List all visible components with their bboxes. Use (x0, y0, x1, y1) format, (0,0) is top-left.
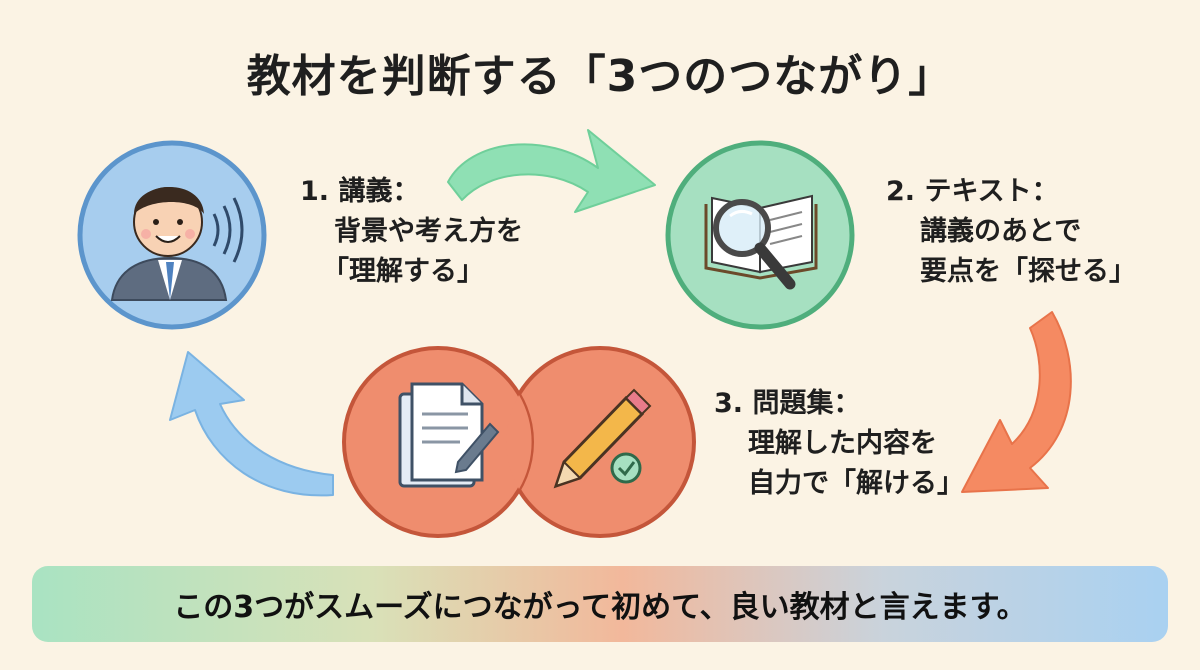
summary-text: この3つがスムーズにつながって初めて、良い教材と言えます。 (173, 590, 1027, 625)
step-text-line1: 講義のあとで (920, 216, 1082, 247)
document-pencil-check-icon (398, 382, 652, 489)
step-lecture-label: 1. 講義： 背景や考え方を 「理解する」 (300, 172, 523, 292)
step-workbook-line1: 理解した内容を (748, 428, 937, 459)
arrow-text-to-workbook (961, 311, 1072, 493)
book-magnifier-icon (704, 194, 818, 290)
step-text-line2: 要点を「探せる」 (920, 256, 1136, 287)
step-lecture-heading: 1. 講義： (300, 176, 420, 207)
arrow-workbook-to-lecture (169, 351, 334, 497)
step-text-label: 2. テキスト： 講義のあとで 要点を「探せる」 (886, 172, 1136, 292)
summary-banner: この3つがスムーズにつながって初めて、良い教材と言えます。 (32, 566, 1168, 642)
step-lecture-line1: 背景や考え方を (334, 216, 523, 247)
arrow-lecture-to-text (447, 129, 656, 213)
step-text-heading: 2. テキスト： (886, 176, 1059, 207)
step-workbook-heading: 3. 問題集： (714, 388, 861, 419)
step-workbook-label: 3. 問題集： 理解した内容を 自力で「解ける」 (714, 384, 964, 504)
step-lecture-line2: 「理解する」 (322, 256, 484, 287)
lecturer-speaking-icon (110, 186, 244, 301)
page-title: 教材を判断する「3つのつながり」 (246, 51, 954, 102)
step-workbook-line2: 自力で「解ける」 (748, 468, 964, 499)
